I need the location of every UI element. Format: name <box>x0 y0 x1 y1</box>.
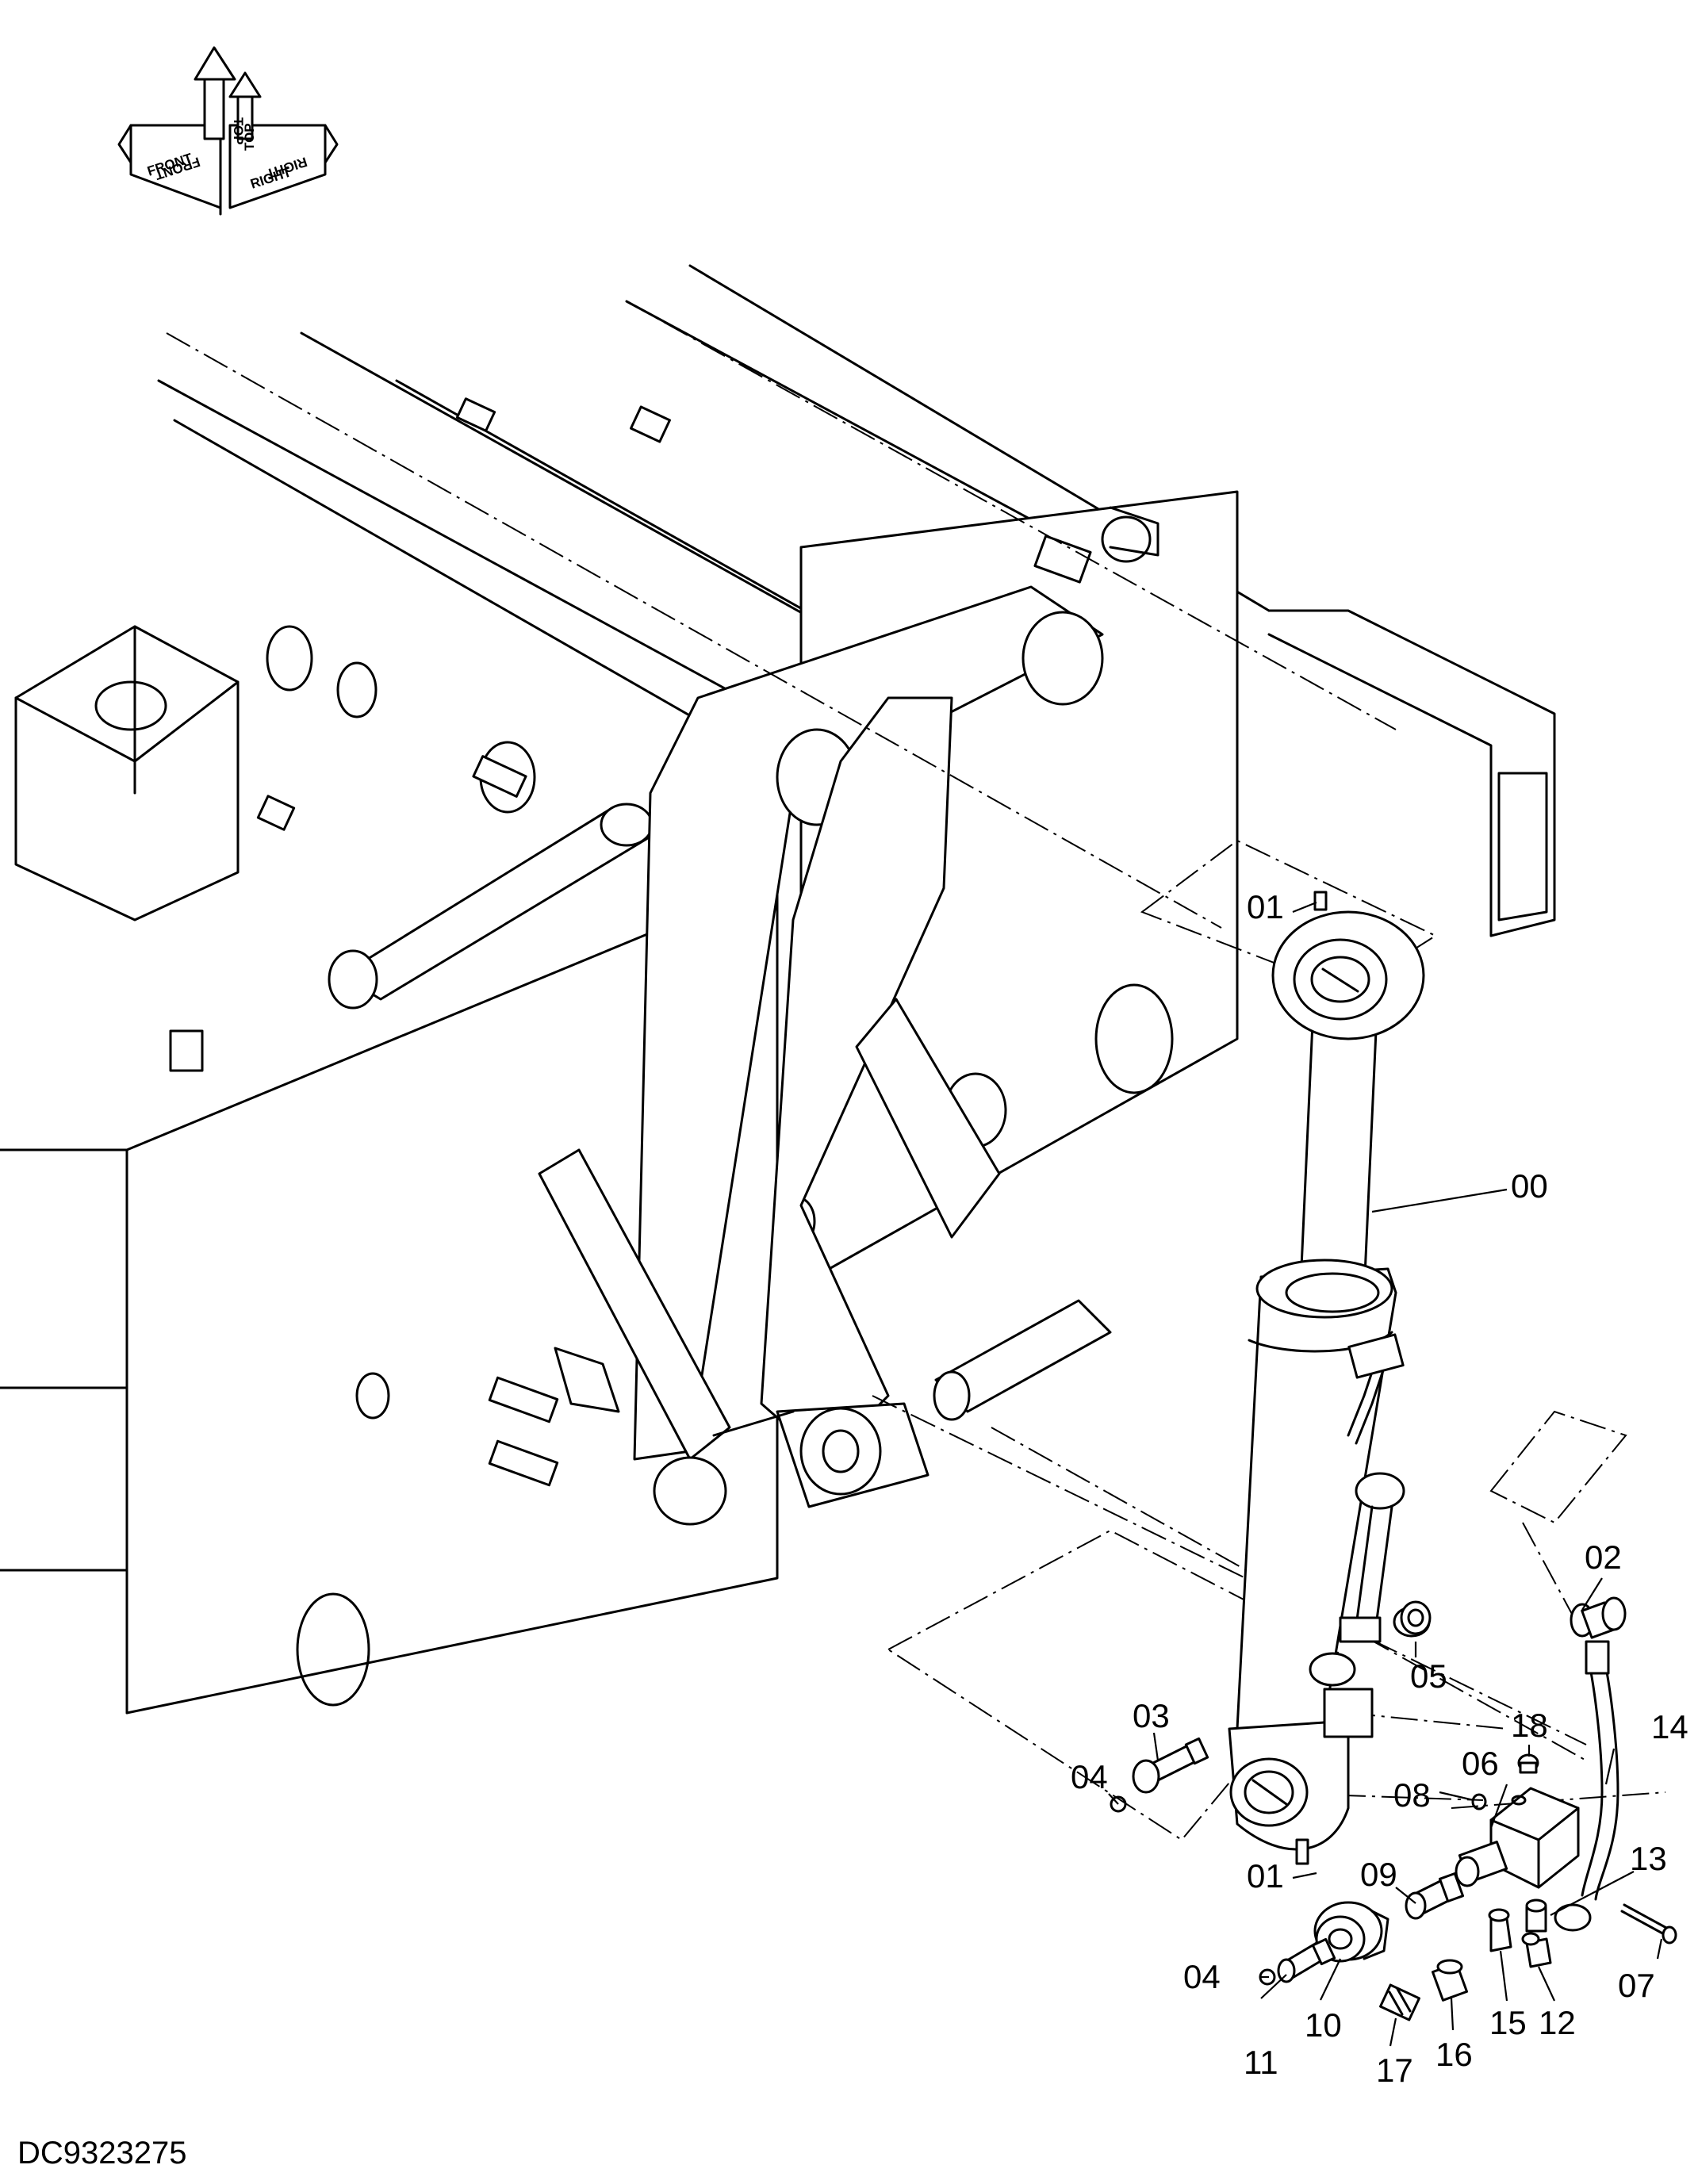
hydraulic-cylinder <box>1228 891 1431 1865</box>
callout-leader-lines <box>1108 901 1663 2047</box>
part-04-o-ring <box>1110 1795 1127 1813</box>
drawing-id: DC9323275 <box>17 2136 187 2171</box>
callout-labels: 00 01 01 02 03 04 04 05 06 07 08 09 10 1… <box>1071 888 1688 2089</box>
callout-07: 07 <box>1618 1967 1655 2004</box>
callout-04-lower: 04 <box>1183 1958 1221 1995</box>
callout-12: 12 <box>1539 2004 1576 2041</box>
part-07-bolt <box>1620 1903 1677 1945</box>
orientation-arrow-icon: FRONT FRONT TOP TOP RIGHT RIGHT <box>117 46 339 216</box>
orientation-label-top: TOP <box>231 117 246 145</box>
callout-04-upper: 04 <box>1071 1758 1108 1795</box>
part-12-elbow <box>1521 1932 1552 1968</box>
part-16-nut <box>1431 1959 1469 2002</box>
part-17-fitting <box>1379 1983 1420 2021</box>
callout-17: 17 <box>1376 2052 1413 2089</box>
part-13-fitting <box>1525 1899 1547 1933</box>
callout-10: 10 <box>1305 2006 1342 2044</box>
callout-01-bottom: 01 <box>1247 1857 1284 1895</box>
part-11-fitting <box>1277 1937 1336 1983</box>
part-06-valve-block <box>1455 1787 1580 1889</box>
part-18-plug <box>1517 1753 1539 1774</box>
callout-15: 15 <box>1489 2004 1527 2041</box>
part-02-fitting <box>1570 1596 1627 1639</box>
callout-06: 06 <box>1462 1745 1499 1782</box>
callout-11: 11 <box>1244 2044 1278 2081</box>
callout-13: 13 <box>1630 1840 1667 1877</box>
callout-05: 05 <box>1410 1657 1447 1695</box>
part-03-fitting <box>1132 1737 1209 1794</box>
callout-08: 08 <box>1393 1776 1431 1814</box>
part-08-o-ring <box>1471 1793 1487 1810</box>
orientation-label-top-mirrored: TOP <box>242 123 257 151</box>
part-09-fitting <box>1405 1872 1465 1920</box>
callout-18: 18 <box>1511 1707 1548 1744</box>
part-15-elbow <box>1488 1908 1512 1952</box>
callout-01-top: 01 <box>1247 888 1284 925</box>
part-05-plug <box>1400 1600 1432 1635</box>
callout-03: 03 <box>1133 1697 1170 1734</box>
lift-linkage <box>538 585 1112 1526</box>
callout-02: 02 <box>1585 1538 1622 1576</box>
callout-14: 14 <box>1651 1708 1688 1745</box>
callout-16: 16 <box>1435 2036 1473 2073</box>
callout-00: 00 <box>1511 1167 1548 1205</box>
callout-09: 09 <box>1360 1856 1397 1893</box>
part-14-hose <box>1554 1640 1619 1932</box>
exploded-parts <box>1110 1596 1677 2021</box>
